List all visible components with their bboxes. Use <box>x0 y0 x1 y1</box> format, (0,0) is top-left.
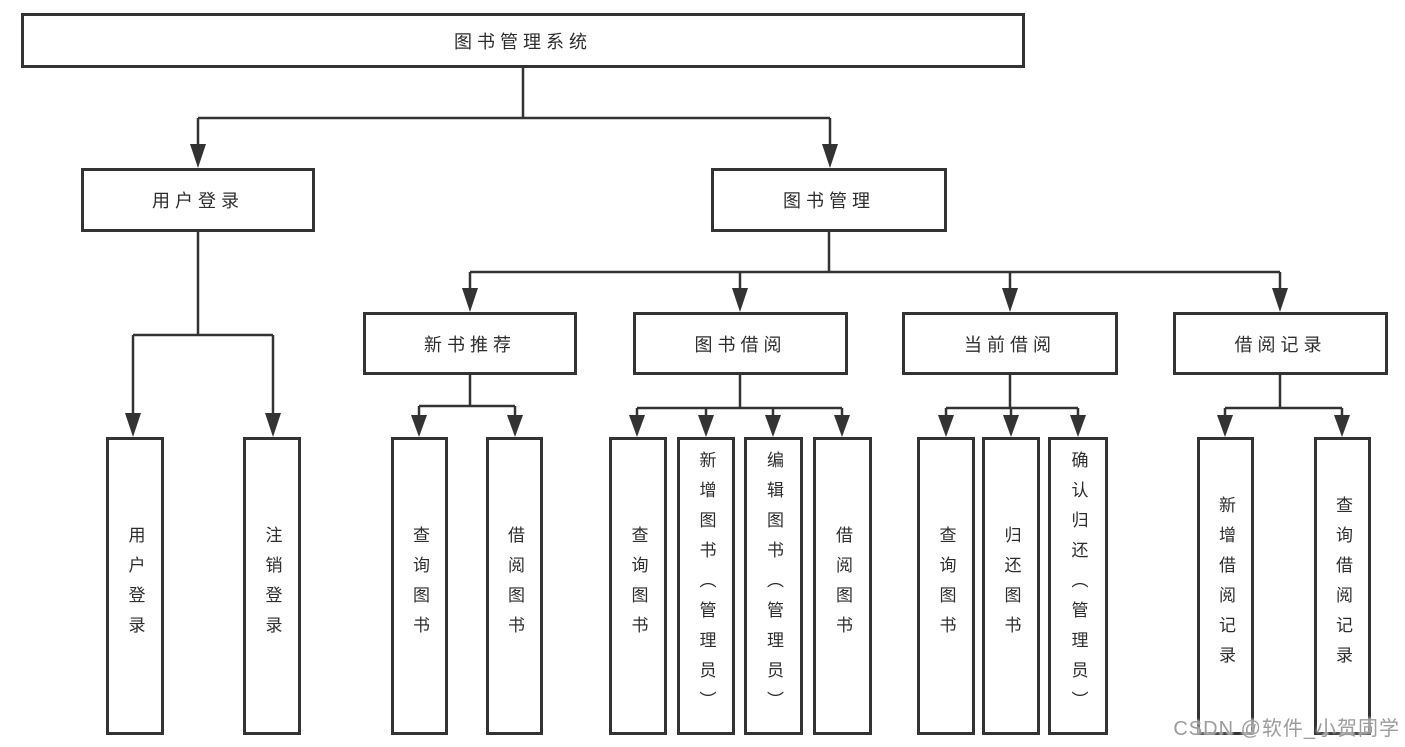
node-new-book-recommendation: 新书推荐 <box>363 312 577 375</box>
node-book-management: 图书管理 <box>711 168 947 232</box>
leaf-logout: 注销登录 <box>243 437 301 735</box>
leaf-cb-query-book: 查询图书 <box>917 437 975 735</box>
leaf-cb-confirm-return-admin: 确认归还（管理员） <box>1048 437 1108 735</box>
leaf-cb-return-book: 归还图书 <box>982 437 1040 735</box>
leaf-br-add-record: 新增借阅记录 <box>1197 437 1254 735</box>
leaf-bb-add-book-admin: 新增图书（管理员） <box>677 437 735 735</box>
leaf-bb-borrow-book: 借阅图书 <box>813 437 872 735</box>
leaf-br-query-record: 查询借阅记录 <box>1314 437 1371 735</box>
leaf-bb-edit-book-admin: 编辑图书（管理员） <box>744 437 803 735</box>
watermark: CSDN @软件_小贺同学 <box>1173 718 1400 740</box>
leaf-nb-query-book: 查询图书 <box>391 437 448 735</box>
node-borrowing-records: 借阅记录 <box>1173 312 1388 375</box>
node-book-borrowing: 图书借阅 <box>633 312 848 375</box>
node-user-login: 用户登录 <box>81 168 315 232</box>
node-current-borrowing: 当前借阅 <box>902 312 1118 375</box>
leaf-bb-query-book: 查询图书 <box>609 437 667 735</box>
leaf-nb-borrow-book: 借阅图书 <box>486 437 543 735</box>
leaf-user-login: 用户登录 <box>106 437 164 735</box>
node-library-system: 图书管理系统 <box>21 13 1025 68</box>
